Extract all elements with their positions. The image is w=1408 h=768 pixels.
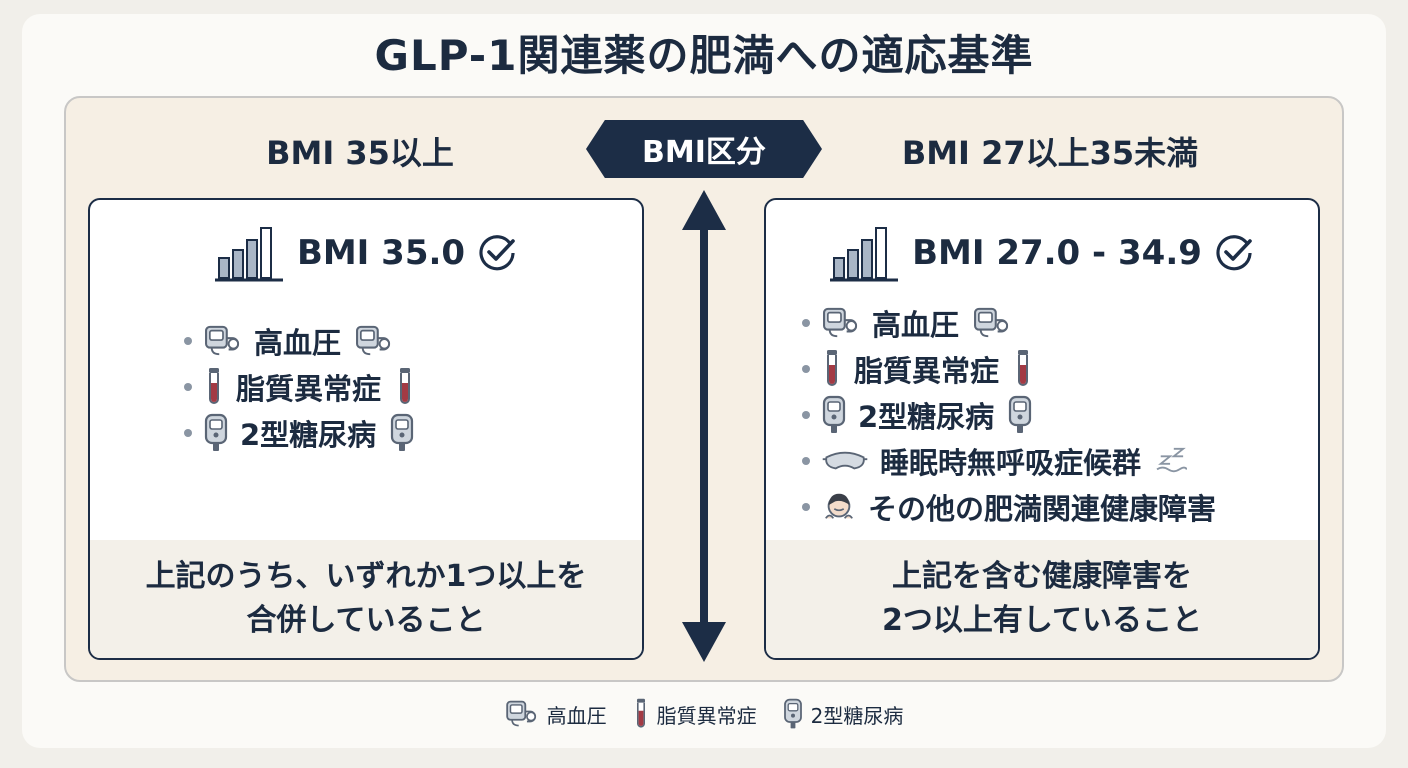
bmi-27-35-card: BMI 27.0 - 34.9 高血圧 脂質異常症 2型糖尿病 睡眠時無呼吸症候…	[764, 198, 1320, 660]
card-header: BMI 27.0 - 34.9	[766, 224, 1318, 282]
condition-list: 高血圧 脂質異常症 2型糖尿病 睡眠時無呼吸症候群 その他の肥満関連健康障害	[802, 300, 1216, 530]
bar-chart-icon	[215, 224, 285, 282]
legend-item: 脂質異常症	[633, 698, 757, 730]
card-footer: 上記を含む健康障害を 2つ以上有していること	[766, 540, 1318, 658]
left-section-heading: BMI 35以上	[266, 134, 454, 172]
zzz-icon	[1155, 447, 1187, 475]
sleep-mask-icon	[822, 448, 868, 474]
glucose-meter-icon	[783, 698, 803, 730]
right-section-heading: BMI 27以上35未満	[901, 134, 1199, 172]
blood-pressure-monitor-icon	[204, 325, 242, 357]
condition-label: 脂質異常症	[854, 354, 1000, 388]
glucose-meter-icon	[1008, 395, 1032, 435]
condition-label: 睡眠時無呼吸症候群	[880, 446, 1142, 480]
bullet-icon	[184, 383, 192, 391]
blood-tube-icon	[1013, 349, 1033, 389]
glucose-meter-icon	[822, 395, 846, 435]
list-item: 2型糖尿病	[184, 410, 415, 456]
check-circle-icon	[1214, 233, 1254, 273]
footer-line: 2つ以上有していること	[882, 603, 1202, 638]
double-arrow-icon	[682, 190, 726, 662]
condition-label: その他の肥満関連健康障害	[868, 492, 1217, 526]
bullet-icon	[802, 457, 810, 465]
list-item: 高血圧	[184, 318, 415, 364]
blood-pressure-monitor-icon	[355, 325, 393, 357]
bullet-icon	[802, 503, 810, 511]
legend-label: 高血圧	[546, 703, 607, 728]
card-footer: 上記のうち、いずれか1つ以上を 合併していること	[90, 540, 642, 658]
list-item: 脂質異常症	[802, 346, 1216, 392]
blood-pressure-monitor-icon	[973, 307, 1011, 339]
condition-label: 高血圧	[872, 308, 960, 342]
legend: 高血圧 脂質異常症 2型糖尿病	[0, 698, 1408, 730]
blood-tube-icon	[822, 349, 842, 389]
blood-tube-icon	[204, 367, 224, 407]
bar-chart-icon	[830, 224, 900, 282]
bullet-icon	[802, 411, 810, 419]
list-item: 睡眠時無呼吸症候群	[802, 438, 1216, 484]
bmi-value: BMI 35.0	[296, 233, 466, 273]
footer-line: 上記のうち、いずれか1つ以上を	[145, 559, 587, 594]
legend-label: 2型糖尿病	[810, 703, 904, 728]
condition-label: 脂質異常症	[236, 372, 382, 406]
glucose-meter-icon	[390, 413, 414, 453]
condition-list: 高血圧 脂質異常症 2型糖尿病	[184, 318, 415, 456]
bullet-icon	[184, 429, 192, 437]
card-header: BMI 35.0	[90, 224, 642, 282]
list-item: 2型糖尿病	[802, 392, 1216, 438]
list-item: 高血圧	[802, 300, 1216, 346]
blood-tube-icon	[395, 367, 415, 407]
check-circle-icon	[477, 233, 517, 273]
glucose-meter-icon	[204, 413, 228, 453]
blood-tube-icon	[633, 698, 649, 730]
bmi-value: BMI 27.0 - 34.9	[912, 233, 1202, 273]
list-item: 脂質異常症	[184, 364, 415, 410]
condition-label: 2型糖尿病	[858, 400, 995, 434]
footer-line: 合併していること	[246, 603, 486, 638]
bmi-35-card: BMI 35.0 高血圧 脂質異常症 2型糖尿病 上記のうち、いずれか1つ以上を…	[88, 198, 644, 660]
footer-line: 上記を含む健康障害を	[892, 559, 1192, 594]
blood-pressure-monitor-icon	[822, 307, 860, 339]
condition-label: 高血圧	[254, 326, 342, 360]
page-title: GLP-1関連薬の肥満への適応基準	[374, 31, 1034, 80]
bullet-icon	[802, 365, 810, 373]
bullet-icon	[802, 319, 810, 327]
list-item: その他の肥満関連健康障害	[802, 484, 1216, 530]
legend-label: 脂質異常症	[656, 703, 757, 728]
blood-pressure-monitor-icon	[505, 700, 539, 728]
condition-label: 2型糖尿病	[240, 418, 377, 452]
legend-item: 高血圧	[505, 700, 607, 729]
bullet-icon	[184, 337, 192, 345]
person-icon	[822, 490, 856, 524]
bmi-category-badge: BMI区分	[586, 120, 822, 178]
bmi-category-label: BMI区分	[642, 135, 766, 170]
legend-item: 2型糖尿病	[783, 698, 904, 730]
